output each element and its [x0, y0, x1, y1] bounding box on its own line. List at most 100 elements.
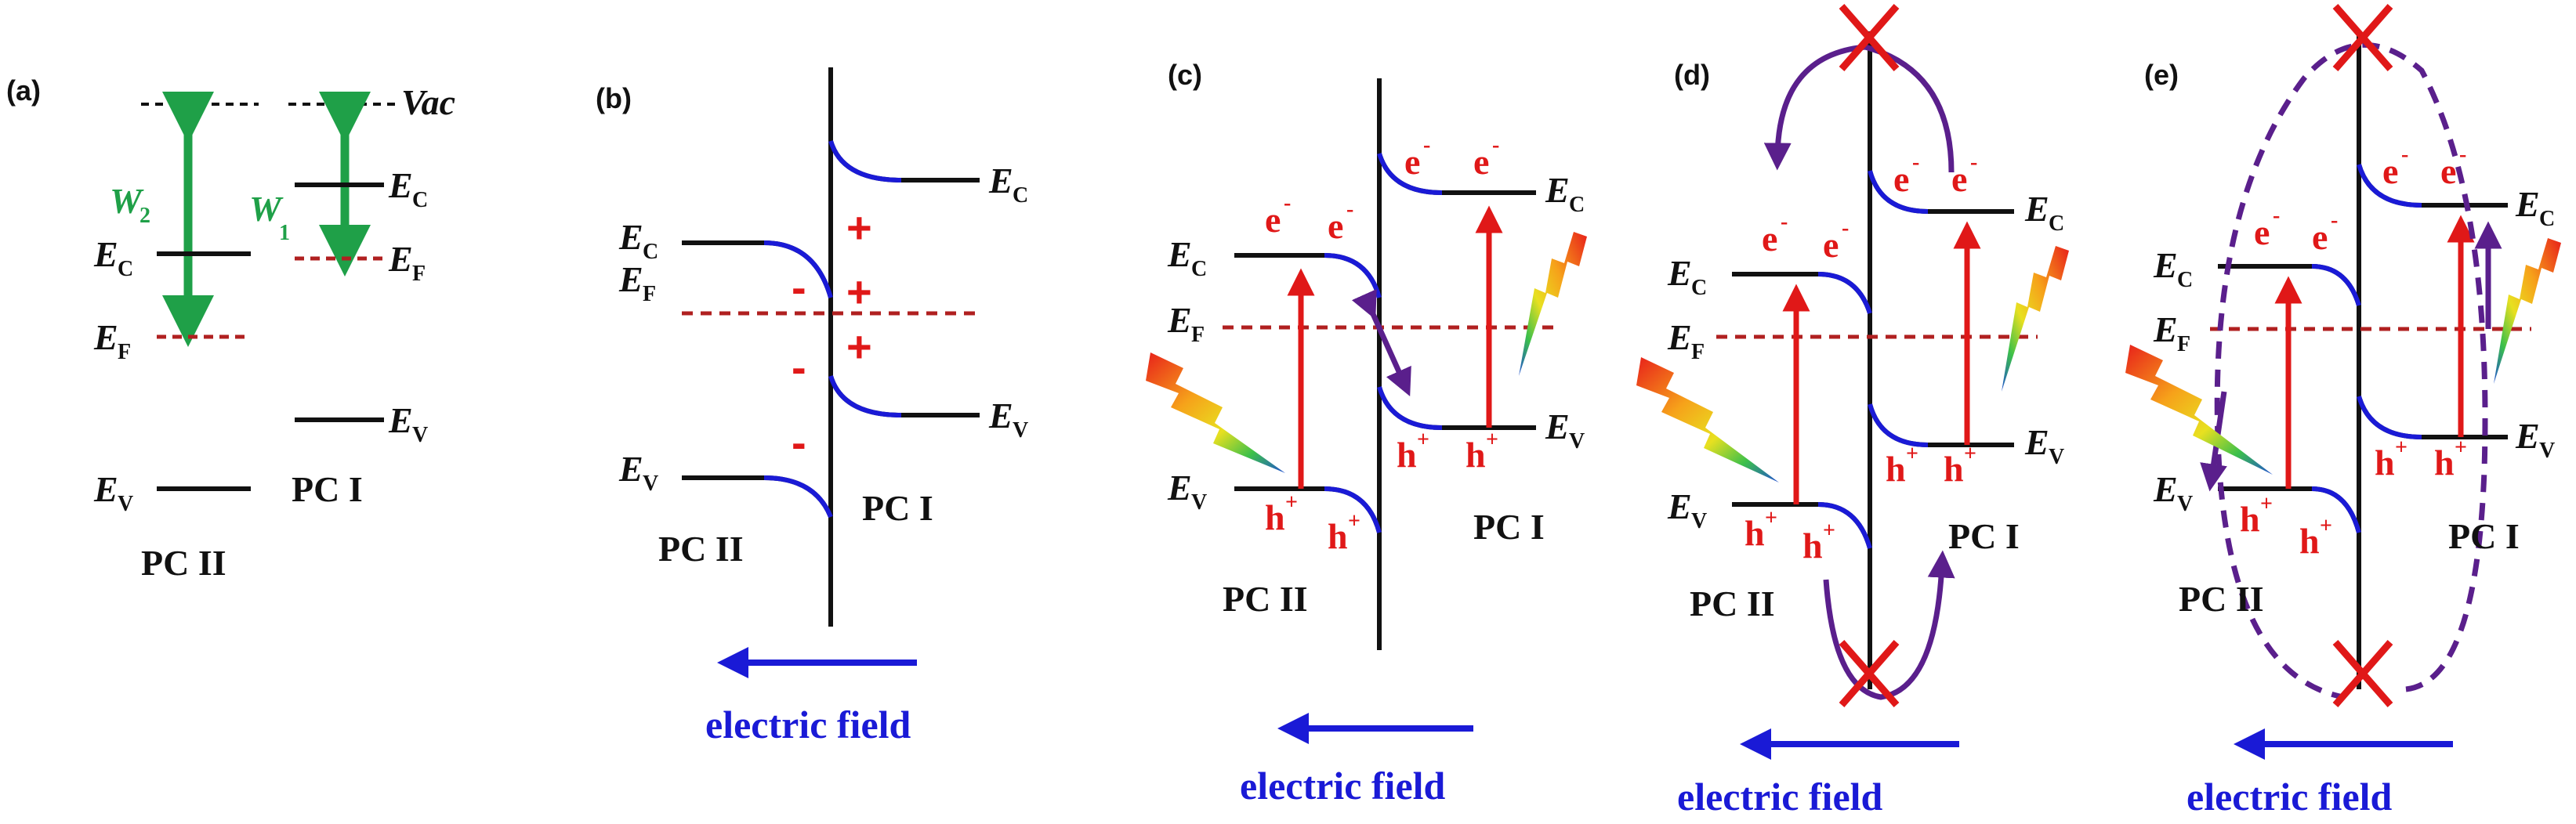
pc1-conduction-band [1377, 153, 1536, 195]
electric-field-label: electric field [1677, 775, 1883, 819]
hole-sup: + [1417, 428, 1429, 452]
panel-b-tag: (b) [596, 82, 632, 114]
electron-sup: - [1781, 210, 1788, 234]
pc1-valence-band [828, 375, 980, 417]
pc2-ef-sub: F [118, 340, 131, 364]
hole-label: h [2299, 521, 2320, 561]
hole-label: h [1886, 449, 1906, 489]
hole-transfer-arrow [1823, 550, 1955, 700]
pc2-ev-label: E [1667, 486, 1692, 526]
electron-sup: - [2459, 143, 2466, 167]
pc2-ev-label: E [2153, 469, 2178, 509]
pc2-valence-band [682, 475, 833, 519]
hole-label: h [1944, 449, 1964, 489]
ef-label: E [618, 259, 643, 299]
electron-label: e [2312, 217, 2328, 257]
pc1-label: PC I [862, 488, 933, 528]
light-bolt-icon [2494, 238, 2561, 384]
pc1-ev-label: E [2024, 422, 2049, 462]
pc2-ev-sub: V [1191, 490, 1207, 515]
w2-label: W [110, 181, 144, 221]
pc1-valence-band [1377, 386, 1536, 430]
pc2-ec-sub: C [2177, 268, 2193, 292]
pc2-ef-label: E [93, 317, 118, 357]
light-bolt-icon [1519, 232, 1587, 376]
panel-a: (a) Vac W 2 W 1 E C E F E V PC II E C E … [6, 74, 455, 583]
pc1-ev-label: E [388, 400, 413, 440]
pc1-ec-sub: C [2049, 211, 2064, 236]
positive-charge: + [846, 203, 872, 252]
w1-label: W [249, 189, 284, 229]
electron-sup: - [2401, 143, 2408, 167]
pc1-ev-label: E [2515, 416, 2540, 456]
pc1-ec-label: E [2024, 189, 2049, 229]
w1-sub: 1 [279, 221, 290, 245]
pc1-ef-label: E [388, 239, 413, 279]
hole-label: h [1265, 497, 1285, 537]
pc1-ec-sub: C [1569, 193, 1585, 217]
electron-sup: - [1970, 150, 1977, 175]
pc1-label: PC I [1948, 516, 2020, 556]
hole-label: h [1802, 526, 1823, 566]
positive-charge: + [846, 322, 872, 371]
ef-label: E [2153, 309, 2178, 349]
pc2-ec-sub: C [643, 240, 658, 264]
hole-sup: + [1906, 442, 1918, 466]
electron-sup: - [1423, 133, 1430, 157]
pc1-ev-sub: V [2539, 439, 2555, 463]
panel-a-tag: (a) [6, 74, 41, 107]
electron-label: e [2440, 151, 2456, 191]
panel-c-tag: (c) [1168, 59, 1202, 91]
pc2-label: PC II [1223, 579, 1308, 619]
ef-label: E [1667, 317, 1692, 357]
ef-sub: F [2177, 332, 2190, 356]
hole-sup: + [1285, 490, 1298, 515]
hole-sup: + [1765, 506, 1777, 530]
panel-c: (c) E C E F E V E C E V e - e - e - e [1146, 59, 1587, 808]
pc2-ec-label: E [1167, 234, 1192, 274]
pc2-ev-label: E [93, 469, 118, 509]
pc1-valence-band [1868, 403, 2014, 447]
pc1-label: PC I [1473, 507, 1545, 547]
w2-sub: 2 [139, 204, 150, 228]
hole-label: h [2375, 443, 2395, 482]
electron-sup: - [1346, 197, 1353, 222]
pc2-ec-label: E [618, 217, 643, 257]
pc2-ev-sub: V [118, 492, 133, 516]
blocked-cross-icon [1839, 640, 1900, 707]
pc1-ec-label: E [1545, 170, 1570, 210]
pc1-ef-sub: F [412, 262, 426, 286]
electron-label: e [1265, 200, 1281, 240]
hole-sup: + [2260, 492, 2273, 516]
pc2-label: PC II [1690, 584, 1775, 623]
positive-charge: + [846, 267, 872, 316]
pc2-ec-sub: C [1691, 276, 1707, 300]
hole-label: h [1745, 513, 1765, 553]
pc2-ev-sub: V [2177, 492, 2193, 516]
pc2-ev-sub: V [1691, 509, 1707, 533]
negative-charge: - [792, 342, 806, 392]
pc1-ec-label: E [988, 161, 1013, 201]
pc2-label: PC II [141, 543, 226, 583]
electron-label: e [1328, 206, 1343, 246]
pc1-ev-sub: V [1013, 418, 1028, 443]
blocked-cross-icon [2332, 4, 2393, 71]
pc1-ev-label: E [1545, 407, 1570, 446]
electron-label: e [1823, 225, 1839, 265]
pc1-ec-sub: C [412, 188, 428, 212]
electron-sup: - [2273, 204, 2280, 228]
hole-label: h [2434, 443, 2455, 482]
hole-sup: + [2320, 514, 2332, 538]
hole-label: h [1466, 435, 1486, 475]
ef-sub: F [1191, 323, 1205, 347]
pc2-ev-label: E [618, 449, 643, 489]
electron-label: e [1951, 159, 1967, 199]
pc2-ec-label: E [1667, 253, 1692, 293]
ef-sub: F [1691, 340, 1705, 364]
panel-d: (d) E C E F E V E C E V e - [1636, 4, 2069, 819]
z-scheme-transfer-path [2214, 42, 2488, 700]
pc1-label: PC I [2448, 516, 2520, 556]
hole-label: h [1397, 435, 1417, 475]
pc1-ec-sub: C [2539, 207, 2555, 231]
